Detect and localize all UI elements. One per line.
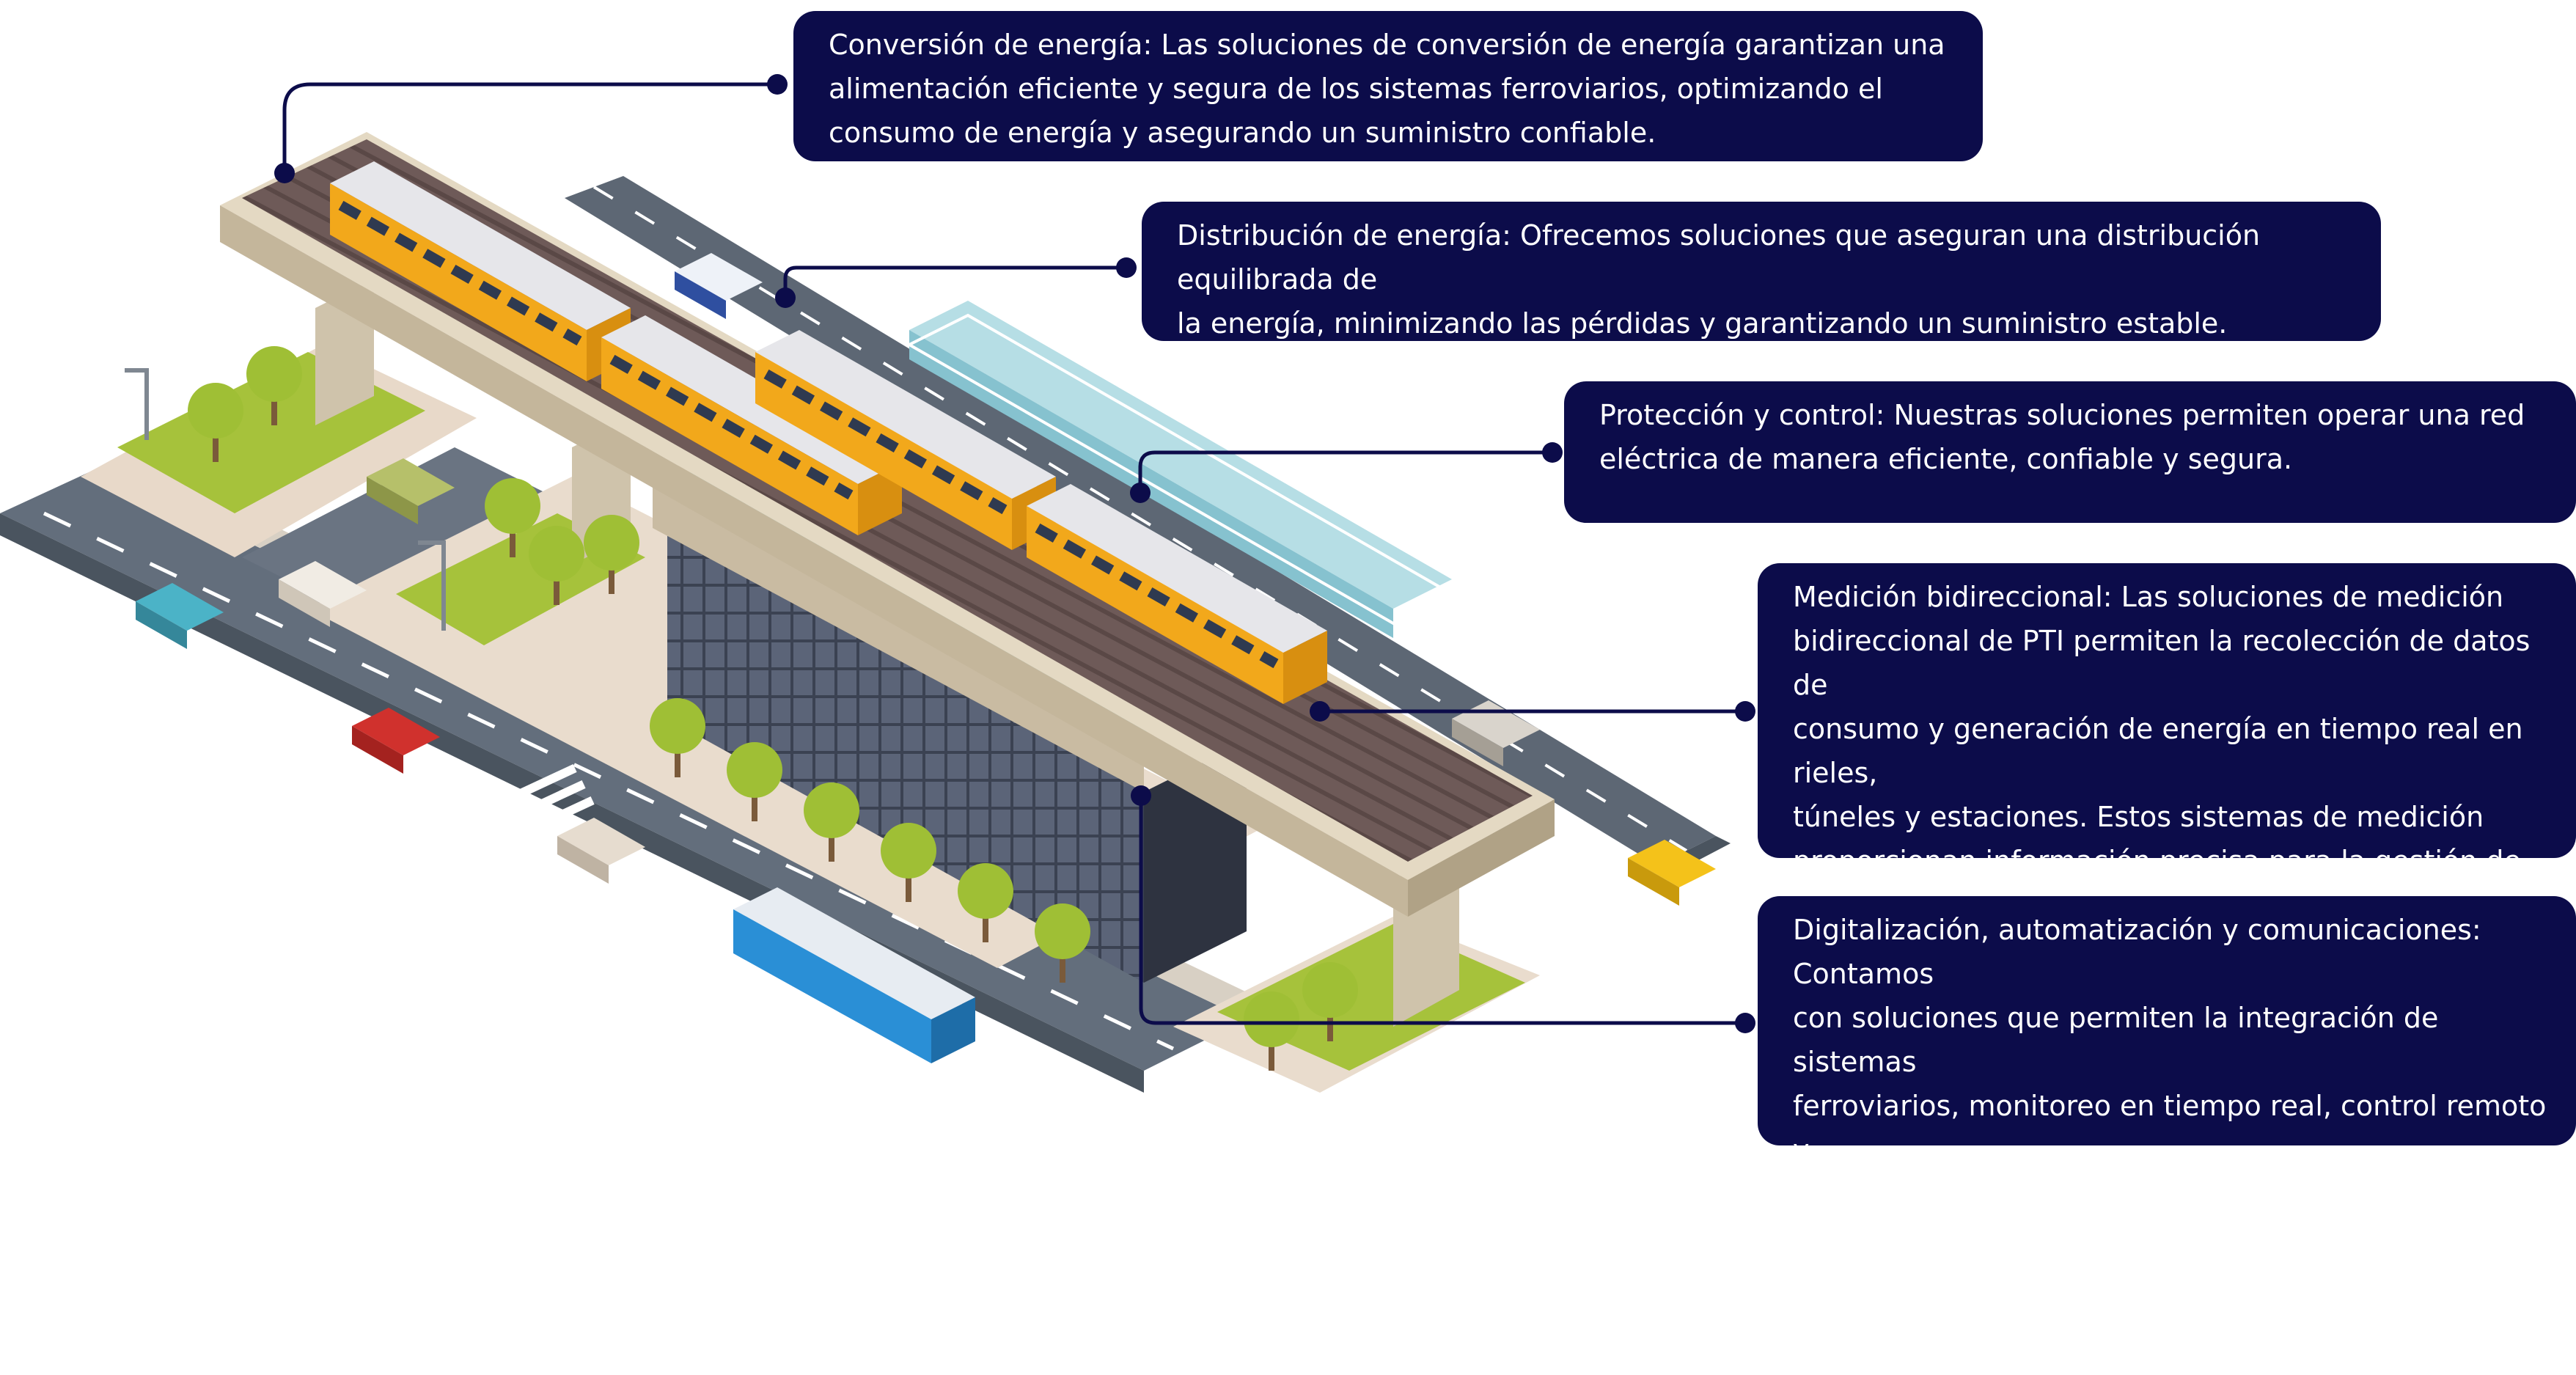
crosswalk — [513, 763, 1077, 1110]
car-red — [352, 708, 440, 774]
callout-digitalization-text: Digitalización, automatización y comunic… — [1793, 914, 2547, 1298]
connector-dot — [1542, 442, 1563, 463]
bus — [733, 887, 975, 1063]
connector-dot — [274, 163, 295, 183]
car-beige — [557, 818, 645, 884]
trees — [188, 346, 1358, 1071]
connector-lines — [282, 82, 1745, 1025]
callout-bidirectional-metering: Medición bidireccional: Las soluciones d… — [1758, 563, 2576, 921]
callout-energy-conversion-text: Conversión de energía: Las soluciones de… — [829, 29, 1945, 149]
callout-energy-conversion: Conversión de energía: Las soluciones de… — [793, 11, 1983, 161]
connector-dot — [1131, 785, 1151, 806]
callout-bidirectional-metering-text: Medición bidireccional: Las soluciones d… — [1793, 581, 2555, 921]
vehicles — [136, 253, 1716, 1063]
car-police — [675, 253, 763, 319]
callout-energy-distribution-text: Distribución de energía: Ofrecemos soluc… — [1177, 219, 2261, 340]
platform-canopy — [906, 301, 1456, 638]
taxi — [1628, 840, 1716, 906]
callout-protection-control: Protección y control: Nuestras solucione… — [1564, 381, 2576, 523]
train — [330, 161, 1327, 704]
connector-dot — [1130, 483, 1151, 503]
connector-dot — [767, 74, 788, 95]
connector-dot — [775, 287, 796, 308]
callout-protection-control-text: Protección y control: Nuestras solucione… — [1599, 399, 2525, 475]
callout-energy-distribution: Distribución de energía: Ofrecemos soluc… — [1142, 202, 2381, 341]
connector-dot — [1310, 701, 1330, 722]
connector-dot — [1116, 257, 1137, 278]
car-white — [279, 561, 367, 627]
connector-dot — [1735, 701, 1755, 722]
street-lamps — [125, 368, 446, 631]
connector-dot — [1735, 1013, 1755, 1033]
callout-digitalization: Digitalización, automatización y comunic… — [1758, 896, 2576, 1298]
car-teal — [136, 583, 224, 649]
car-olive — [367, 458, 455, 524]
